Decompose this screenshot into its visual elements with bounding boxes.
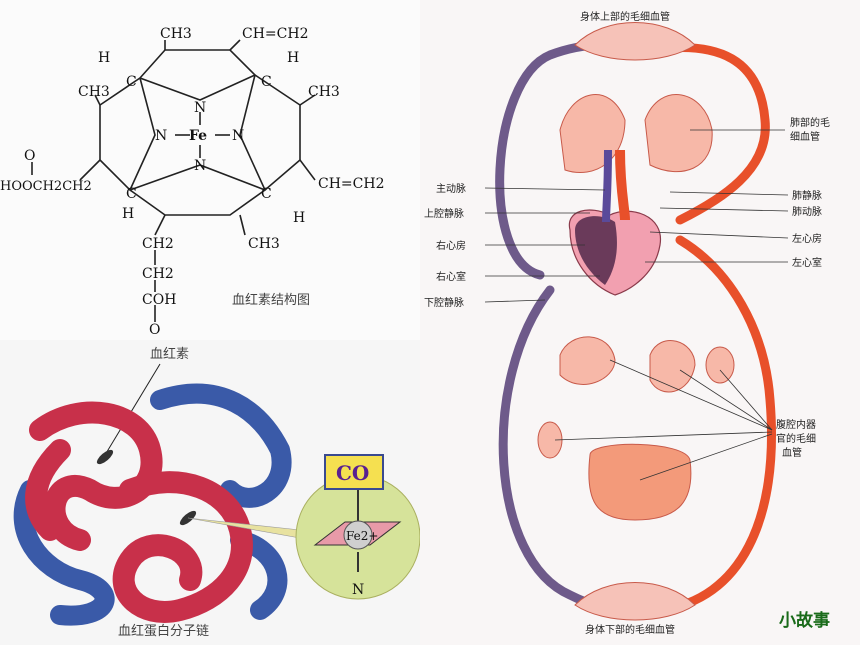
heme-structure-diagram: CH3 CH=CH2 H H C C CH3 CH3 N N Fe N N O …: [0, 26, 384, 338]
right-heart-chambers: [575, 216, 617, 285]
circulation-diagram: 身体上部的毛细血管 身体下部的毛细血管 主动脉 上腔静脉 右心房 右心室 下腔静…: [424, 10, 830, 636]
methyl-label: CH3: [248, 236, 280, 252]
lung-capillary-label-2: 细血管: [790, 130, 820, 143]
lower-capillary-label: 身体下部的毛细血管: [585, 623, 675, 636]
kidney: [705, 346, 735, 384]
heme-structure-panel: CH3 CH=CH2 H H C C CH3 CH3 N N Fe N N O …: [0, 0, 420, 340]
stomach: [649, 340, 696, 393]
intestines: [588, 443, 692, 521]
nitrogen-label: N: [232, 128, 244, 144]
hydrogen-label: H: [293, 210, 305, 226]
circulation-panel: 身体上部的毛细血管 身体下部的毛细血管 主动脉 上腔静脉 右心房 右心室 下腔静…: [420, 0, 860, 645]
abdominal-capillary-label: 腹腔内器: [776, 418, 816, 431]
nitrogen-label: N: [352, 582, 364, 598]
right-lung: [644, 94, 713, 173]
aorta: [615, 149, 630, 221]
heme-pointer-line: [104, 363, 161, 456]
hemoglobin-panel: 血红素 Fe2+ N CO 血红蛋白分子链: [0, 340, 421, 645]
hydrogen-label: H: [287, 50, 299, 66]
carbon-label: C: [126, 186, 137, 202]
pulmonary-vein-label: 肺静脉: [792, 189, 822, 202]
pulmonary-artery-label: 肺动脉: [792, 205, 822, 218]
oxygen-label: O: [24, 148, 35, 164]
heme-pointer-label: 血红素: [150, 346, 189, 362]
carbon-label: C: [261, 74, 272, 90]
methyl-label: CH3: [78, 84, 110, 100]
inferior-vena-cava-label: 下腔静脉: [424, 296, 464, 309]
iron-label: Fe2+: [346, 529, 378, 543]
left-atrium-label: 左心房: [792, 232, 822, 245]
capillary-bed-top: [574, 22, 696, 61]
carbon-label: C: [261, 186, 272, 202]
story-link[interactable]: 小故事: [779, 611, 830, 631]
artery-upper-loop: [645, 43, 770, 225]
artery-lower-loop: [655, 235, 776, 615]
capillary-bed-bottom: [574, 582, 696, 621]
co-label: CO: [336, 461, 369, 485]
carboxyl-label: COH: [142, 292, 176, 308]
methyl-label: CH3: [160, 26, 192, 42]
oxygen-label: O: [149, 322, 160, 338]
right-ventricle-label: 右心室: [436, 270, 466, 283]
iron-atom: [343, 520, 373, 550]
right-atrium-label: 右心房: [436, 239, 466, 252]
hydrogen-label: H: [122, 206, 134, 222]
methyl-label: CH3: [308, 84, 340, 100]
liver: [559, 336, 616, 385]
propionate-label: HOOCH2CH2: [0, 179, 92, 194]
heme-group-marker: [96, 449, 114, 465]
hemoglobin-diagram: 血红素 Fe2+ N CO 血红蛋白分子链: [13, 346, 421, 639]
lung-capillary-label: 肺部的毛: [790, 116, 830, 129]
label-leaders: [484, 129, 789, 481]
left-ventricle-label: 左心室: [792, 256, 822, 269]
aorta-label: 主动脉: [436, 182, 466, 195]
vinyl-label: CH=CH2: [242, 26, 308, 42]
vinyl-label: CH=CH2: [318, 176, 384, 192]
upper-capillary-label: 身体上部的毛细血管: [580, 10, 670, 23]
hemoglobin-caption: 血红蛋白分子链: [118, 623, 209, 639]
hydrogen-label: H: [98, 50, 110, 66]
co-box: [324, 454, 384, 490]
abdominal-capillary-label-3: 血管: [782, 446, 802, 459]
nitrogen-label: N: [155, 128, 167, 144]
red-protein-chain: [25, 401, 253, 623]
abdominal-capillary-label-2: 官的毛细: [776, 432, 816, 445]
pulmonary-vessel: [602, 149, 612, 223]
carbon-label: C: [126, 74, 137, 90]
heme-caption: 血红素结构图: [232, 292, 310, 308]
iron-label: Fe: [189, 128, 207, 144]
superior-vena-cava-label: 上腔静脉: [424, 207, 464, 220]
methylene-label: CH2: [142, 266, 174, 282]
methylene-label: CH2: [142, 236, 174, 252]
nitrogen-label: N: [194, 100, 206, 116]
nitrogen-label: N: [194, 158, 206, 174]
